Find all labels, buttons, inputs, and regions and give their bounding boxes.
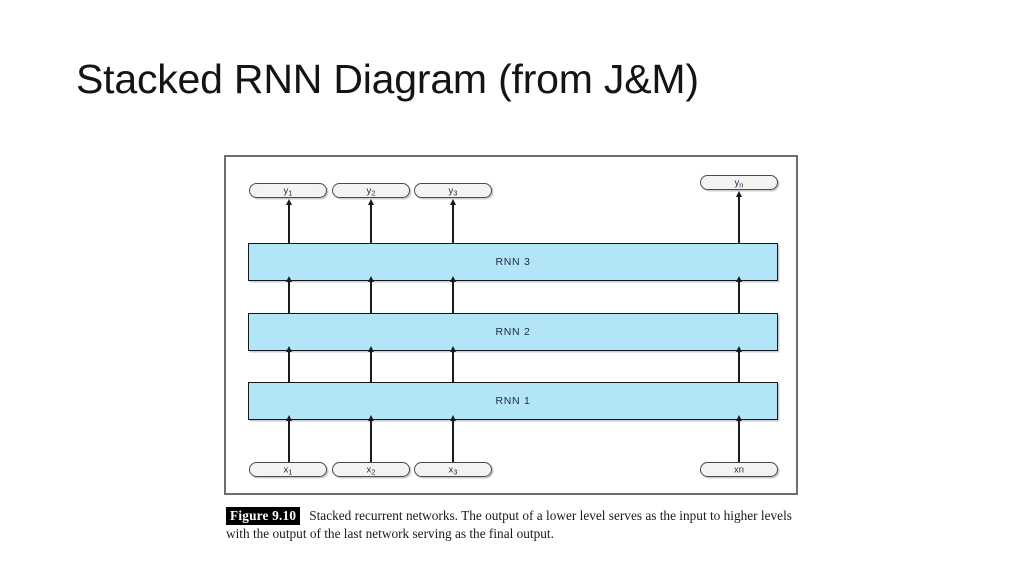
arrow-rnn2-to-rnn3-2 [370, 281, 372, 313]
input-node-x1: x1 [249, 462, 327, 477]
output-node-y3-label: y3 [448, 184, 458, 198]
rnn-layer-1-label: RNN 1 [495, 395, 531, 407]
arrow-rnn2-to-rnn3-3 [452, 281, 454, 313]
arrow-rnn1-to-rnn2-2 [370, 351, 372, 382]
arrow-xn-to-rnn1 [738, 420, 740, 462]
rnn-layer-3: RNN 3 [248, 243, 778, 281]
arrow-rnn2-to-rnn3-1 [288, 281, 290, 313]
arrow-rnn3-to-y3 [452, 204, 454, 243]
rnn-layer-2: RNN 2 [248, 313, 778, 351]
output-node-y1-label: y1 [283, 184, 293, 198]
arrow-x1-to-rnn1 [288, 420, 290, 462]
rnn-layer-3-label: RNN 3 [495, 256, 531, 268]
output-node-y3: y3 [414, 183, 492, 198]
input-node-x2: x2 [332, 462, 410, 477]
arrow-rnn3-to-y2 [370, 204, 372, 243]
arrow-rnn3-to-y1 [288, 204, 290, 243]
input-node-x3: x3 [414, 462, 492, 477]
input-node-xn: xn [700, 462, 778, 477]
figure-caption-text: Stacked recurrent networks. The output o… [226, 508, 792, 541]
rnn-layer-1: RNN 1 [248, 382, 778, 420]
rnn-layer-2-label: RNN 2 [495, 326, 531, 338]
output-node-y1: y1 [249, 183, 327, 198]
output-node-y2: y2 [332, 183, 410, 198]
output-node-y2-label: y2 [366, 184, 376, 198]
figure-number-badge: Figure 9.10 [226, 507, 301, 525]
input-node-x3-label: x3 [448, 463, 458, 477]
arrow-rnn3-to-yn [738, 196, 740, 243]
page-title: Stacked RNN Diagram (from J&M) [76, 56, 699, 102]
figure-block: y1 y2 y3 yn RNN 3 RNN 2 [224, 155, 798, 547]
input-node-x1-label: x1 [283, 463, 293, 477]
arrow-rnn1-to-rnn2-n [738, 351, 740, 382]
figure-frame: y1 y2 y3 yn RNN 3 RNN 2 [224, 155, 798, 495]
arrow-x2-to-rnn1 [370, 420, 372, 462]
arrow-rnn2-to-rnn3-n [738, 281, 740, 313]
input-node-xn-label: xn [733, 463, 745, 475]
input-node-x2-label: x2 [366, 463, 376, 477]
output-node-yn-label: yn [734, 176, 744, 190]
output-node-yn: yn [700, 175, 778, 190]
arrow-rnn1-to-rnn2-3 [452, 351, 454, 382]
arrow-rnn1-to-rnn2-1 [288, 351, 290, 382]
arrow-x3-to-rnn1 [452, 420, 454, 462]
